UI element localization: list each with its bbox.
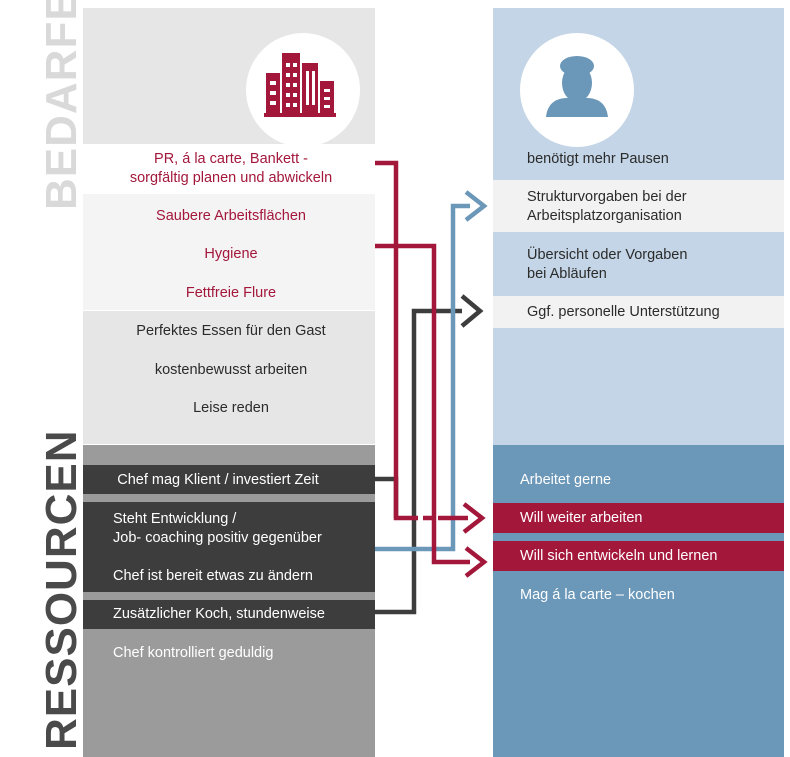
right-icon-circle [520,33,634,147]
left-need-fettfreie: Fettfreie Flure [185,285,277,301]
left-need-kosten: kostenbewusst arbeiten [154,362,308,378]
left-icon-circle [246,33,360,147]
left-res-kontrolliert: Chef kontrolliert geduldig [113,645,274,661]
left-need-saubere: Saubere Arbeitsflächen [156,208,306,224]
connector-hygiene-to-entwickeln [375,243,470,565]
right-res-weiter: Will weiter arbeiten [520,510,643,526]
left-res-block-chef [83,465,375,494]
office-building-icon [264,53,336,117]
left-res-block-koch [83,600,375,629]
left-need-block-2 [83,194,375,310]
person-avatar-icon [546,56,608,117]
arrowhead-weiter [462,502,486,534]
left-res-bereit: Chef ist bereit etwas zu ändern [113,568,313,584]
left-res-koch: Zusätzlicher Koch, stundenweise [113,606,325,622]
left-need-pr: PR, á la carte, Bankett - sorgfältig pla… [129,151,333,186]
left-res-chef-mag: Chef mag Klient / investiert Zeit [117,472,319,488]
right-need-struktur: Strukturvorgaben bei der Arbeitsplatzorg… [527,189,687,224]
connector-chef-to-weiter [375,476,399,518]
left-need-block-3 [83,311,375,444]
left-need-hygiene: Hygiene [204,246,258,262]
left-res-entwicklung: Steht Entwicklung / Job- coaching positi… [113,511,322,546]
arrowhead-entwickeln [464,546,488,578]
left-need-block-1 [83,144,375,192]
right-need-block-struktur [493,180,784,232]
connector-entwicklung-to-struktur [375,203,470,552]
right-res-block-entwickeln [493,541,784,571]
left-need-essen: Perfektes Essen für den Gast [136,323,326,339]
right-res-gerne: Arbeitet gerne [520,472,612,488]
connector-pr-to-weiter [375,160,418,521]
right-need-pausen: benötigt mehr Pausen [527,151,669,167]
left-res-block-entwicklung [83,502,375,592]
right-need-block-ggf [493,296,784,328]
arrowhead-struktur [464,190,488,222]
connector-koch-to-ggf [375,308,462,615]
right-need-ggf: Ggf. personelle Unterstützung [527,304,720,320]
right-res-block-weiter [493,503,784,533]
right-res-alacarte: Mag á la carte – kochen [520,587,675,603]
right-res-entwickeln: Will sich entwickeln und lernen [520,548,718,564]
right-need-uebersicht: Übersicht oder Vorgaben bei Abläufen [527,247,688,282]
right-resources-bg [493,445,784,757]
arrowhead-ggf [460,294,484,328]
left-need-leise: Leise reden [193,400,269,416]
